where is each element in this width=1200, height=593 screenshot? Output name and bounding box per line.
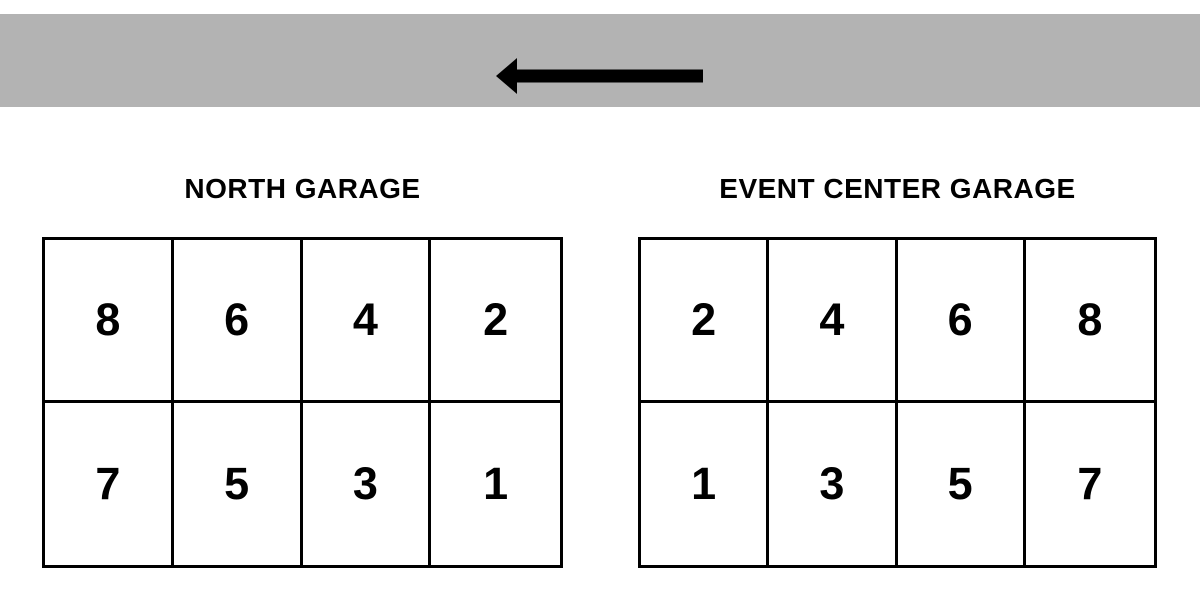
event-garage-spot: 1 bbox=[641, 402, 770, 565]
event-center-garage-grid: 2 4 6 8 1 3 5 7 bbox=[638, 237, 1157, 568]
north-garage: NORTH GARAGE 8 6 4 2 7 5 3 1 bbox=[42, 172, 563, 568]
event-garage-spot: 2 bbox=[641, 240, 770, 403]
north-garage-spot: 7 bbox=[45, 402, 174, 565]
road-banner bbox=[0, 14, 1200, 107]
event-center-garage-title: EVENT CENTER GARAGE bbox=[719, 173, 1076, 204]
event-garage-spot: 5 bbox=[898, 402, 1026, 565]
event-garage-spot: 7 bbox=[1077, 457, 1103, 509]
event-center-garage: EVENT CENTER GARAGE 2 4 6 8 1 3 5 7 bbox=[638, 172, 1157, 568]
north-garage-spot: 6 bbox=[173, 240, 303, 403]
event-garage-spot: 8 bbox=[1025, 240, 1154, 403]
event-garage-spot: 6 bbox=[897, 240, 1026, 403]
north-garage-spot: 3 bbox=[303, 402, 432, 565]
north-garage-grid: 8 6 4 2 7 5 3 1 bbox=[42, 237, 563, 568]
north-garage-title: NORTH GARAGE bbox=[184, 173, 421, 204]
event-garage-spot: 4 bbox=[769, 240, 898, 403]
north-garage-spot: 8 bbox=[45, 240, 174, 403]
event-garage-spot: 3 bbox=[769, 402, 898, 565]
north-garage-spot: 4 bbox=[302, 240, 432, 403]
north-garage-spot: 1 bbox=[483, 457, 509, 509]
north-garage-spot: 5 bbox=[174, 402, 303, 565]
north-garage-spot: 2 bbox=[431, 240, 560, 403]
left-arrow-icon bbox=[496, 58, 703, 94]
